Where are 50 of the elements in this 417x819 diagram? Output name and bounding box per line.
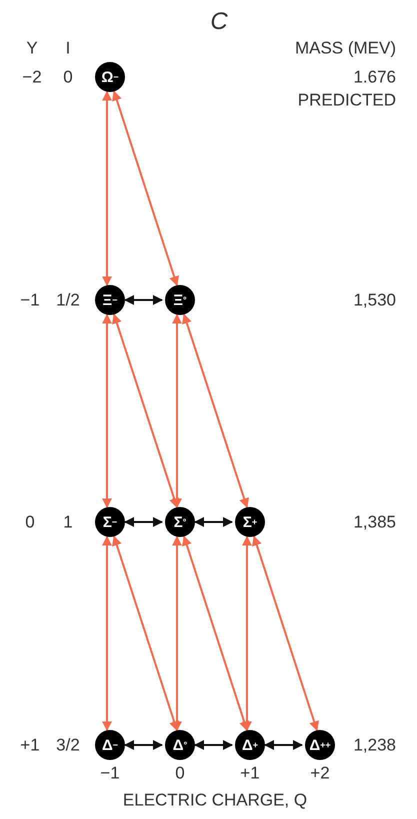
arrow bbox=[182, 536, 249, 732]
arrow bbox=[124, 517, 163, 527]
arrow bbox=[124, 740, 163, 750]
axis-label: −2 bbox=[22, 68, 42, 86]
panel-letter: C bbox=[210, 10, 228, 34]
particle-circle: Δ$^{°}$ bbox=[165, 730, 195, 760]
axis-label: 1.676 bbox=[353, 68, 396, 86]
axis-label: MASS (MEV) bbox=[294, 40, 396, 56]
arrow bbox=[242, 536, 252, 732]
axis-label: I bbox=[66, 40, 70, 56]
arrow bbox=[102, 314, 112, 508]
axis-label: 1/2 bbox=[56, 292, 80, 308]
axis-label: +1 bbox=[240, 764, 260, 782]
axis-label: 3/2 bbox=[56, 736, 80, 754]
axis-label: Y bbox=[26, 40, 38, 56]
particle-circle: Δ$^{−}$ bbox=[95, 730, 125, 760]
arrow bbox=[194, 740, 233, 750]
arrow bbox=[112, 90, 179, 286]
arrow bbox=[182, 314, 249, 508]
axis-label: PREDICTED bbox=[298, 92, 396, 108]
arrow bbox=[172, 314, 182, 508]
arrow bbox=[124, 295, 163, 305]
axis-label: −1 bbox=[20, 292, 40, 308]
arrow bbox=[172, 536, 182, 732]
axis-label: ELECTRIC CHARGE, Q bbox=[122, 792, 308, 808]
axis-label: 1,385 bbox=[353, 514, 396, 530]
axis-label: −1 bbox=[100, 764, 120, 782]
axis-label: 0 bbox=[63, 68, 73, 86]
axis-label: +1 bbox=[20, 736, 40, 754]
arrow bbox=[252, 536, 319, 732]
arrow bbox=[102, 536, 112, 732]
arrow bbox=[112, 536, 179, 732]
arrow bbox=[194, 517, 233, 527]
axis-label: 1 bbox=[63, 514, 73, 530]
particle-circle: Σ$^{−}$ bbox=[95, 507, 125, 537]
arrow bbox=[102, 90, 112, 286]
arrow bbox=[112, 314, 179, 508]
particle-circle: Ξ$^{°}$ bbox=[165, 285, 195, 315]
axis-label: +2 bbox=[310, 764, 330, 782]
axis-label: 1,530 bbox=[353, 292, 396, 308]
particle-circle: Ξ$^{−}$ bbox=[95, 285, 125, 315]
particle-circle: Δ$^{++}$ bbox=[305, 730, 335, 760]
particle-circle: Ω$^{−}$ bbox=[95, 62, 125, 92]
axis-label: 1,238 bbox=[353, 736, 396, 754]
axis-label: 0 bbox=[25, 514, 35, 530]
axis-label: 0 bbox=[175, 764, 185, 782]
particle-circle: Δ$^{+}$ bbox=[235, 730, 265, 760]
particle-circle: Σ$^{+}$ bbox=[235, 507, 265, 537]
arrow bbox=[264, 740, 303, 750]
particle-circle: Σ$^{°}$ bbox=[165, 507, 195, 537]
